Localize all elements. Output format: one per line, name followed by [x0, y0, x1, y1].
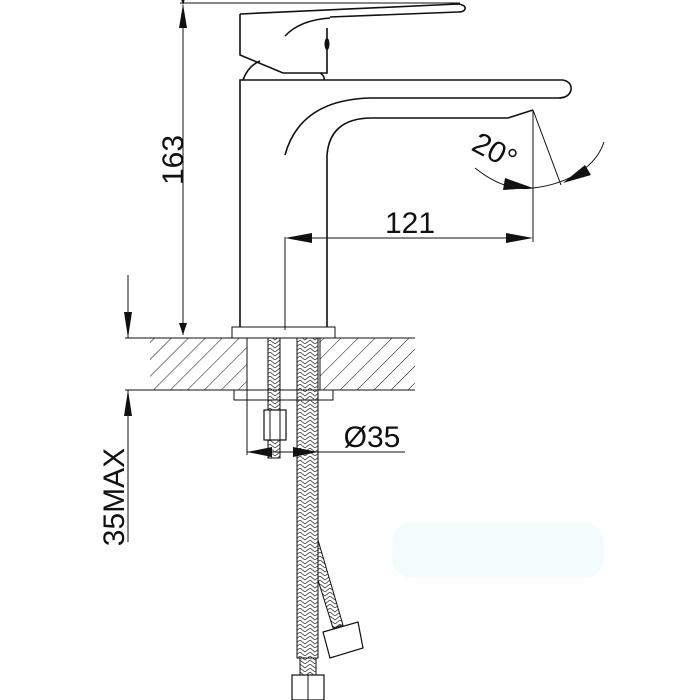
height-dimension: 163 — [157, 0, 460, 335]
reach-label: 121 — [385, 207, 435, 240]
thickness-dimension: 35MAX — [98, 275, 132, 546]
lever-handle — [239, 3, 466, 81]
angle-label: 20° — [467, 126, 523, 176]
hole-diameter-dimension: Ø35 — [246, 390, 405, 457]
supply-hoses — [291, 337, 364, 700]
hole-diameter-label: Ø35 — [344, 421, 401, 454]
height-label: 163 — [157, 135, 190, 185]
mounting-bolt — [263, 337, 287, 459]
smudge — [392, 522, 604, 578]
faucet-body — [239, 79, 572, 327]
countertop-section — [125, 326, 415, 401]
thickness-label: 35MAX — [98, 448, 131, 546]
reach-dimension: 121 — [284, 110, 534, 330]
angle-dimension: 20° — [467, 109, 605, 190]
